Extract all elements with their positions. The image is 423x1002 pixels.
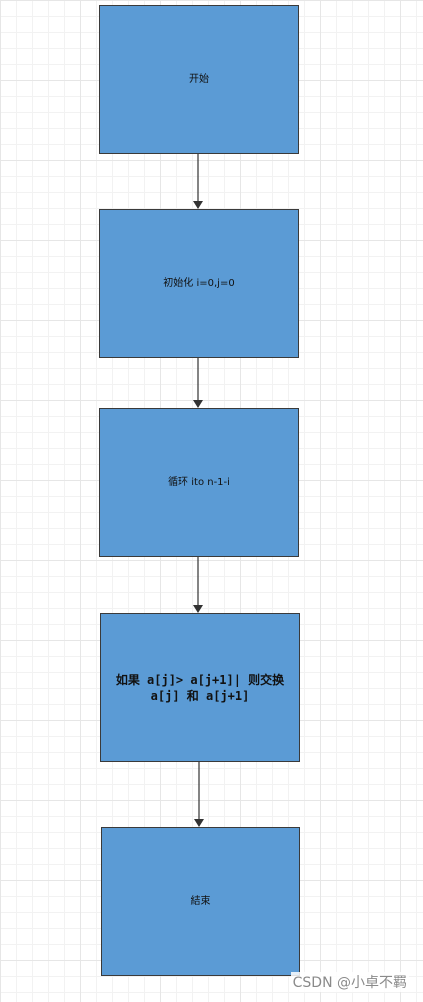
compare-swap-label: 如果 a[j]> a[j+1]| 则交换 a[j] 和 a[j+1] bbox=[116, 672, 284, 704]
loop-node-label: 循环 ito n-1-i bbox=[168, 477, 230, 488]
compare-swap-label-line2: a[j] 和 a[j+1] bbox=[150, 688, 250, 703]
loop-node[interactable]: 循环 ito n-1-i bbox=[99, 408, 299, 557]
compare-swap-label-line1: 如果 a[j]> a[j+1]| 则交换 bbox=[115, 672, 285, 687]
end-node-label: 結束 bbox=[190, 896, 211, 907]
end-node[interactable]: 結束 bbox=[101, 827, 300, 976]
init-node[interactable]: 初始化 i=0,j=0 bbox=[99, 209, 299, 358]
csdn-watermark: CSDN @小卓不羁 bbox=[290, 972, 409, 992]
compare-swap-node[interactable]: 如果 a[j]> a[j+1]| 则交换 a[j] 和 a[j+1] bbox=[100, 613, 300, 762]
start-node-label: 开始 bbox=[189, 74, 209, 85]
init-node-label: 初始化 i=0,j=0 bbox=[163, 278, 235, 289]
start-node[interactable]: 开始 bbox=[99, 5, 299, 154]
